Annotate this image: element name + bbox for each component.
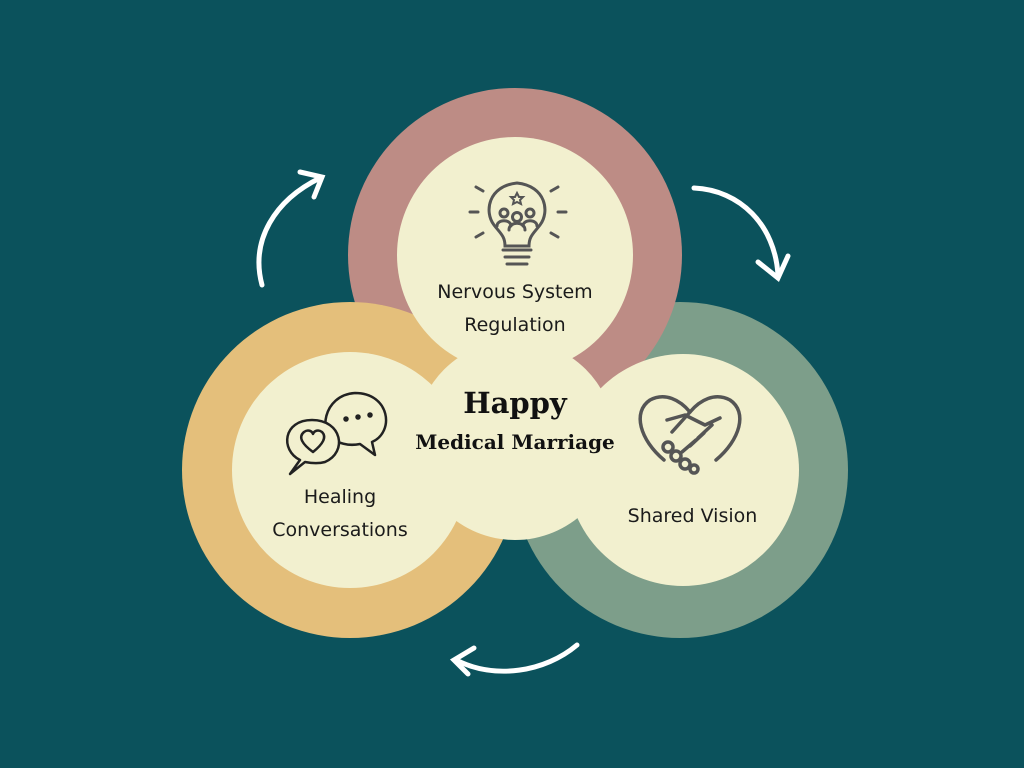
speech-bubbles-heart-icon: [285, 391, 388, 476]
left-inner-circle: [232, 352, 468, 588]
node-left-label: Healing Conversations: [250, 481, 430, 547]
node-top-label: Nervous System Regulation: [400, 276, 630, 342]
node-left-label-line2: Conversations: [272, 519, 408, 541]
arrow-bottom: [449, 642, 580, 677]
node-top-label-line1: Nervous System: [437, 281, 593, 303]
node-left-label-line1: Healing: [303, 486, 377, 508]
handshake-heart-icon: [638, 395, 742, 475]
arrow-top-left: [256, 169, 326, 288]
cycle-arrows: [256, 169, 791, 677]
top-inner-circle: [397, 137, 633, 373]
node-top-label-line2: Regulation: [464, 314, 566, 336]
center-title-line2: Medical Marriage: [415, 430, 615, 454]
lightbulb-people-icon: [468, 181, 568, 266]
center-title-line1: Happy: [463, 386, 567, 420]
center-circle: [415, 340, 615, 540]
arrow-top-right: [691, 185, 791, 282]
node-right-label: Shared Vision: [627, 505, 758, 527]
